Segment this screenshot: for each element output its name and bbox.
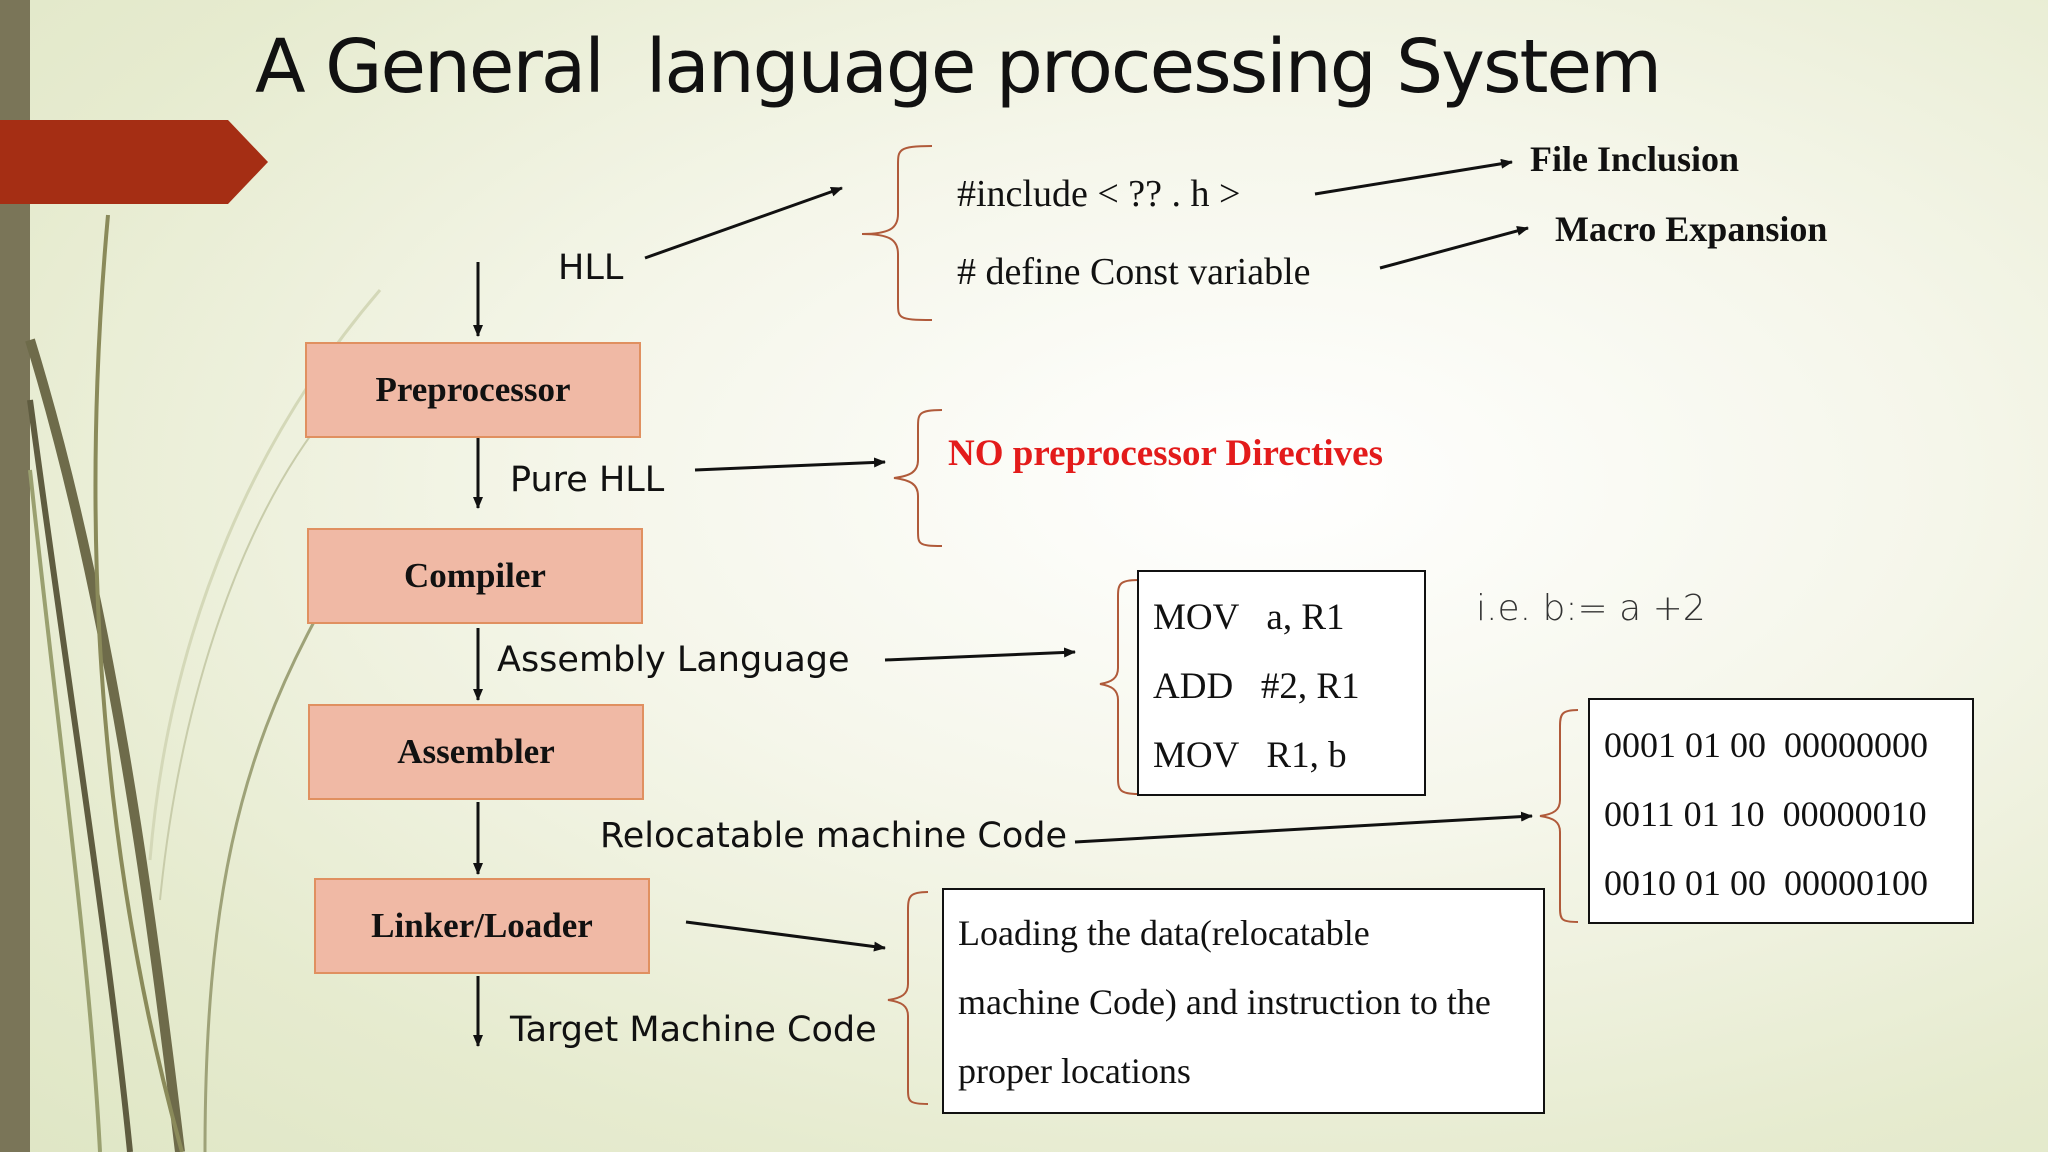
pure-hll-label: Pure HLL — [510, 460, 665, 500]
accent-tab — [0, 120, 268, 204]
arrow-define-to-macro-expansion — [1379, 226, 1529, 270]
arrow-relocatable-to-machine-code — [1074, 811, 1533, 844]
decorative-stroke — [159, 409, 331, 901]
decorative-stroke — [93, 214, 184, 1152]
brace-loader-note — [887, 891, 929, 1105]
machine-code-line: 0011 01 10 00000010 — [1604, 794, 1927, 834]
example-note: i.e. b:= a +2 — [1476, 588, 1706, 629]
linker-loader-label: Linker/Loader — [371, 906, 593, 945]
loader-note-line: proper locations — [958, 1051, 1191, 1091]
loader-note-line: Loading the data(relocatable — [958, 913, 1370, 953]
assembler-box: Assembler — [308, 704, 644, 800]
include-directive: #include < ?? . h > — [957, 173, 1241, 215]
define-directive: # define Const variable — [957, 251, 1311, 293]
assembler-label: Assembler — [397, 732, 555, 771]
loader-note-line: machine Code) and instruction to the — [958, 982, 1491, 1022]
assembly-language-label: Assembly Language — [497, 640, 850, 680]
assembly-line: MOV R1, b — [1153, 735, 1347, 776]
arrow-pure-hll-to-no-directives — [694, 457, 886, 472]
decorative-stroke — [27, 399, 133, 1152]
loader-note-box: Loading the data(relocatable machine Cod… — [942, 888, 1545, 1114]
relocatable-code-label: Relocatable machine Code — [600, 816, 1068, 856]
linker-loader-box: Linker/Loader — [314, 878, 650, 974]
assembly-code-box: MOV a, R1 ADD #2, R1 MOV R1, b — [1137, 570, 1426, 796]
arrow-assembly-to-code — [884, 647, 1076, 662]
preprocessor-box: Preprocessor — [305, 342, 641, 438]
assembly-line: ADD #2, R1 — [1153, 666, 1360, 707]
machine-code-line: 0001 01 00 00000000 — [1604, 725, 1928, 765]
decorative-stroke — [28, 469, 102, 1152]
brace-assembly-code — [1099, 579, 1139, 795]
preprocessor-label: Preprocessor — [375, 370, 571, 409]
arrow-include-to-file-inclusion — [1314, 158, 1513, 196]
compiler-box: Compiler — [307, 528, 643, 624]
compiler-label: Compiler — [404, 556, 546, 595]
arrow-loader-to-note — [685, 920, 886, 952]
brace-machine-code — [1539, 709, 1579, 923]
slide-title: A General language processing System — [255, 24, 1662, 110]
brace-directives — [861, 145, 933, 321]
no-directives-label: NO preprocessor Directives — [948, 433, 1384, 474]
assembly-line: MOV a, R1 — [1153, 597, 1345, 638]
target-code-label: Target Machine Code — [510, 1010, 877, 1050]
hll-label: HLL — [558, 248, 624, 288]
machine-code-line: 0010 01 00 00000100 — [1604, 863, 1928, 903]
brace-no-directives — [893, 409, 943, 547]
arrow-hll-to-directives — [644, 186, 843, 260]
machine-code-box: 0001 01 00 00000000 0011 01 10 00000010 … — [1588, 698, 1974, 924]
decorative-stroke — [203, 619, 317, 1152]
macro-expansion-label: Macro Expansion — [1555, 209, 1828, 249]
decorative-stroke — [25, 338, 185, 1152]
file-inclusion-label: File Inclusion — [1530, 139, 1740, 179]
